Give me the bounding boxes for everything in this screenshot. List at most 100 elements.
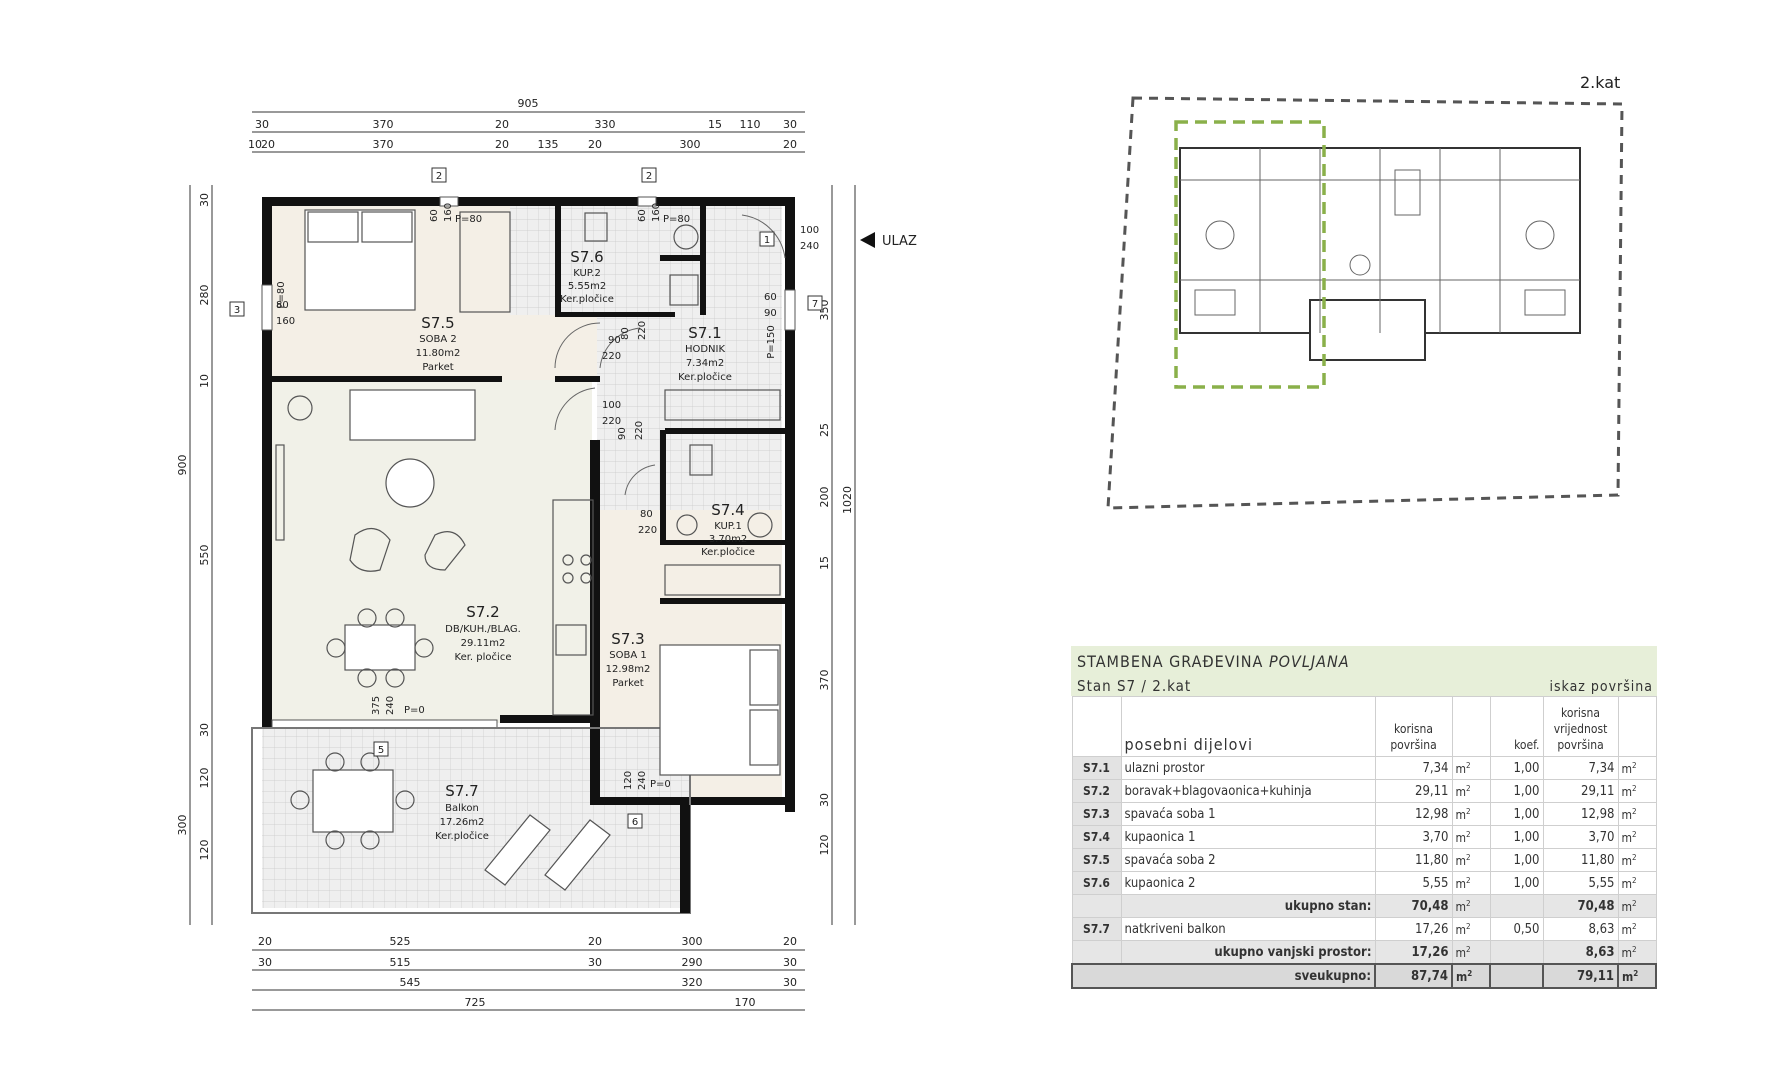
room-label-s7-2: S7.2 DB/KUH./BLAG. 29.11m2 Ker. pločice: [445, 603, 521, 663]
svg-text:220: 220: [602, 351, 621, 362]
svg-text:S7.4: S7.4: [711, 501, 744, 519]
svg-text:SOBA 1: SOBA 1: [609, 650, 646, 661]
svg-text:80: 80: [620, 327, 631, 340]
table-iskaz: iskaz površina: [1549, 679, 1653, 695]
floor-label: 2.kat: [1580, 73, 1620, 92]
col-korisna-povrsina: korisna površina: [1374, 696, 1453, 757]
svg-text:Parket: Parket: [612, 678, 643, 689]
svg-text:6: 6: [632, 817, 638, 828]
table-column-headers: posebni dijelovi korisna površina koef. …: [1071, 696, 1657, 757]
svg-text:Ker.pločice: Ker.pločice: [701, 546, 755, 558]
svg-text:240: 240: [800, 241, 819, 252]
svg-text:100: 100: [602, 400, 621, 411]
sum-stan-row: ukupno stan: 70,48 m2 70,48 m2: [1071, 894, 1657, 918]
svg-text:10: 10: [248, 138, 262, 151]
svg-text:220: 220: [634, 421, 645, 440]
svg-text:3.70m2: 3.70m2: [709, 534, 747, 545]
svg-text:Ker. pločice: Ker. pločice: [455, 651, 512, 663]
svg-text:370: 370: [373, 118, 394, 131]
svg-text:30: 30: [198, 193, 211, 207]
svg-text:20: 20: [783, 935, 797, 948]
svg-text:S7.2: S7.2: [466, 603, 499, 621]
svg-text:160: 160: [443, 203, 454, 222]
svg-text:725: 725: [465, 996, 486, 1009]
table-title: STAMBENA GRAĐEVINA POVLJANA: [1077, 652, 1350, 671]
dim-left-total: 900: [176, 455, 189, 476]
svg-text:Ker.pločice: Ker.pločice: [435, 830, 489, 842]
svg-text:545: 545: [400, 976, 421, 989]
col-korisna-vrijednost: korisna vrijednost površina: [1542, 696, 1619, 757]
svg-text:120: 120: [198, 768, 211, 789]
svg-text:220: 220: [602, 416, 621, 427]
svg-text:20: 20: [588, 138, 602, 151]
svg-text:290: 290: [682, 956, 703, 969]
svg-text:280: 280: [198, 285, 211, 306]
svg-text:P=0: P=0: [650, 779, 671, 790]
table-header: STAMBENA GRAĐEVINA POVLJANA Stan S7 / 2.…: [1071, 646, 1657, 696]
door-labels: 90 220 80 220 100 220 90 220 80 220: [602, 321, 657, 536]
svg-text:HODNIK: HODNIK: [685, 344, 726, 355]
svg-text:3: 3: [234, 305, 240, 316]
balcony-wall: [680, 805, 690, 913]
svg-text:90: 90: [764, 308, 777, 319]
svg-text:220: 220: [638, 525, 657, 536]
dimension-lines: [189, 111, 856, 1011]
svg-text:60: 60: [764, 292, 777, 303]
dim-right-total: 1020: [841, 486, 854, 514]
svg-text:30: 30: [783, 118, 797, 131]
balkon-row: S7.7 natkriveni balkon 17,26 m2 0,50 8,6…: [1071, 917, 1657, 941]
dim-right-row: 350 25 200 15 370 30 120: [818, 300, 831, 856]
svg-text:12.98m2: 12.98m2: [606, 664, 651, 675]
floor-plan: 905 30 370 20 330 15 110 30 10 20 370 20…: [176, 97, 917, 1011]
area-table: STAMBENA GRAĐEVINA POVLJANA Stan S7 / 2.…: [1071, 646, 1657, 989]
svg-text:5.55m2: 5.55m2: [568, 281, 606, 292]
col-posebni-dijelovi: posebni dijelovi: [1120, 696, 1376, 757]
svg-text:1: 1: [764, 235, 770, 246]
svg-text:30: 30: [818, 793, 831, 807]
svg-text:525: 525: [390, 935, 411, 948]
dim-bottom-row1: 20 525 20 300 20: [258, 935, 797, 948]
unit-highlight: [1174, 120, 1326, 389]
svg-text:7: 7: [812, 299, 818, 310]
svg-text:110: 110: [740, 118, 761, 131]
svg-text:29.11m2: 29.11m2: [461, 638, 506, 649]
dim-top-row2: 10 20 370 20 135 20 300 20: [248, 138, 797, 151]
svg-text:P=80: P=80: [663, 214, 690, 225]
dim-bottom-row2: 30 515 30 290 30: [258, 956, 797, 969]
building-details: [1180, 148, 1580, 333]
windows: [261, 196, 796, 729]
svg-text:370: 370: [818, 670, 831, 691]
svg-text:80: 80: [640, 509, 653, 520]
svg-text:25: 25: [818, 423, 831, 437]
svg-text:S7.6: S7.6: [570, 248, 603, 266]
svg-text:240: 240: [637, 771, 648, 790]
sum-vanjski-row: ukupno vanjski prostor: 17,26 m2 8,63 m2: [1071, 940, 1657, 965]
svg-text:Balkon: Balkon: [445, 803, 479, 814]
svg-text:20: 20: [261, 138, 275, 151]
svg-text:DB/KUH./BLAG.: DB/KUH./BLAG.: [445, 624, 521, 635]
room-label-s7-7: S7.7 Balkon 17.26m2 Ker.pločice: [435, 782, 489, 842]
svg-text:P=150: P=150: [766, 325, 777, 359]
col-koef: koef.: [1489, 696, 1544, 757]
svg-text:80: 80: [276, 300, 289, 311]
svg-text:120: 120: [623, 771, 634, 790]
svg-text:15: 15: [818, 556, 831, 570]
svg-text:P=0: P=0: [404, 705, 425, 716]
svg-text:20: 20: [258, 935, 272, 948]
svg-text:11.80m2: 11.80m2: [416, 348, 461, 359]
total-row: sveukupno: 87,74 m2 79,11 m2: [1071, 963, 1657, 989]
svg-text:20: 20: [783, 138, 797, 151]
svg-text:120: 120: [198, 840, 211, 861]
svg-text:300: 300: [680, 138, 701, 151]
svg-text:15: 15: [708, 118, 722, 131]
svg-text:135: 135: [538, 138, 559, 151]
dim-top-row1: 30 370 20 330 15 110 30: [255, 118, 797, 131]
svg-text:515: 515: [390, 956, 411, 969]
svg-text:60: 60: [429, 209, 440, 222]
svg-text:90: 90: [617, 427, 628, 440]
window-tags: 2 2 3 7 5 6 1: [229, 167, 823, 829]
